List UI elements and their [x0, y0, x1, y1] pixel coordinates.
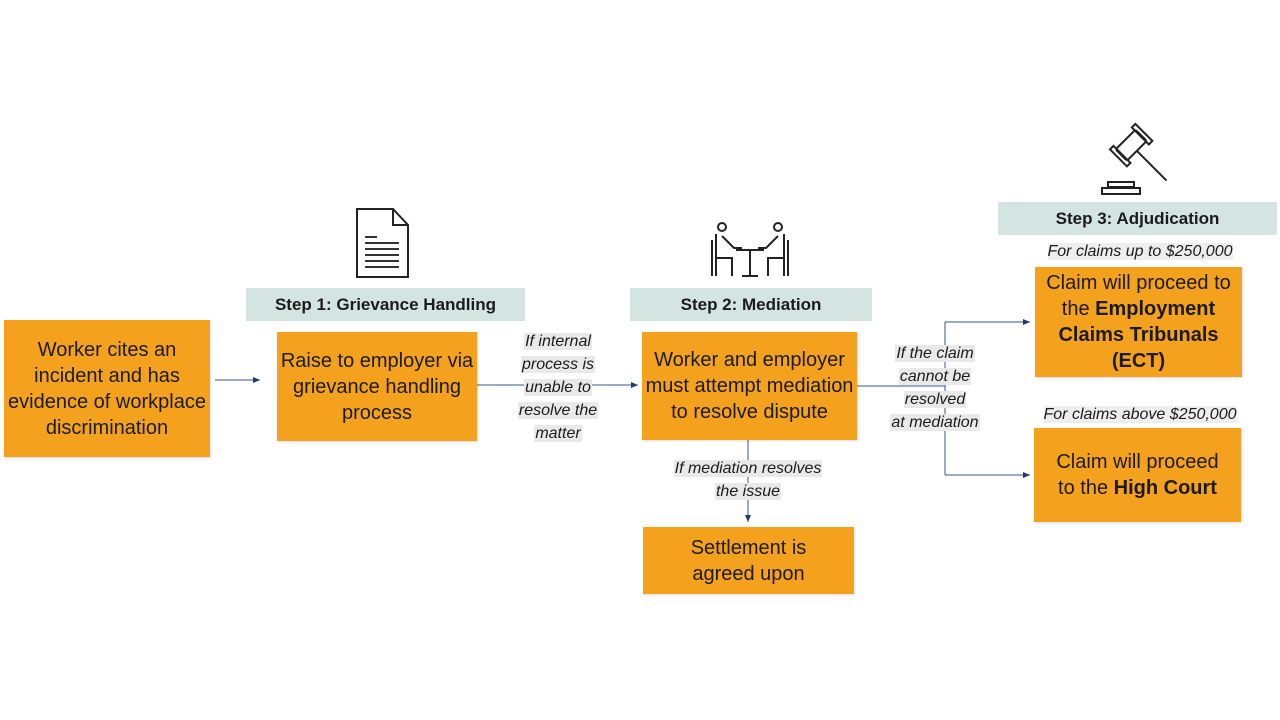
high-court-caption: For claims above $250,000 — [1043, 406, 1237, 423]
step3-header: Step 3: Adjudication — [998, 202, 1277, 235]
high-court-prefix: Claim will proceed to the — [1056, 451, 1219, 499]
ect-caption: For claims up to $250,000 — [1047, 243, 1233, 260]
high-court-bold: High Court — [1113, 477, 1217, 499]
step1-box-text: Raise to employer via grievance handling… — [280, 349, 474, 424]
high-court-box: Claim will proceed to the High Court — [1034, 428, 1241, 522]
step2-box: Worker and employer must attempt mediati… — [642, 332, 857, 440]
document-icon — [356, 208, 409, 278]
settlement-box: Settlement is agreed upon — [643, 527, 854, 594]
start-box-text: Worker cites an incident and has evidenc… — [8, 338, 206, 439]
ect-prefix: Claim will proceed to the — [1046, 272, 1231, 320]
start-box: Worker cites an incident and has evidenc… — [4, 320, 210, 457]
gavel-icon — [1101, 122, 1168, 195]
step1-box: Raise to employer via grievance handling… — [277, 332, 477, 441]
step2-header: Step 2: Mediation — [630, 288, 872, 321]
step1-header: Step 1: Grievance Handling — [246, 288, 525, 321]
ect-bold: Employment Claims Tribunals (ECT) — [1058, 298, 1219, 372]
meeting-icon — [711, 222, 789, 277]
settlement-text: Settlement is agreed upon — [690, 536, 807, 585]
ect-box: Claim will proceed to the Employment Cla… — [1035, 267, 1242, 377]
step2-box-text: Worker and employer must attempt mediati… — [645, 349, 854, 423]
